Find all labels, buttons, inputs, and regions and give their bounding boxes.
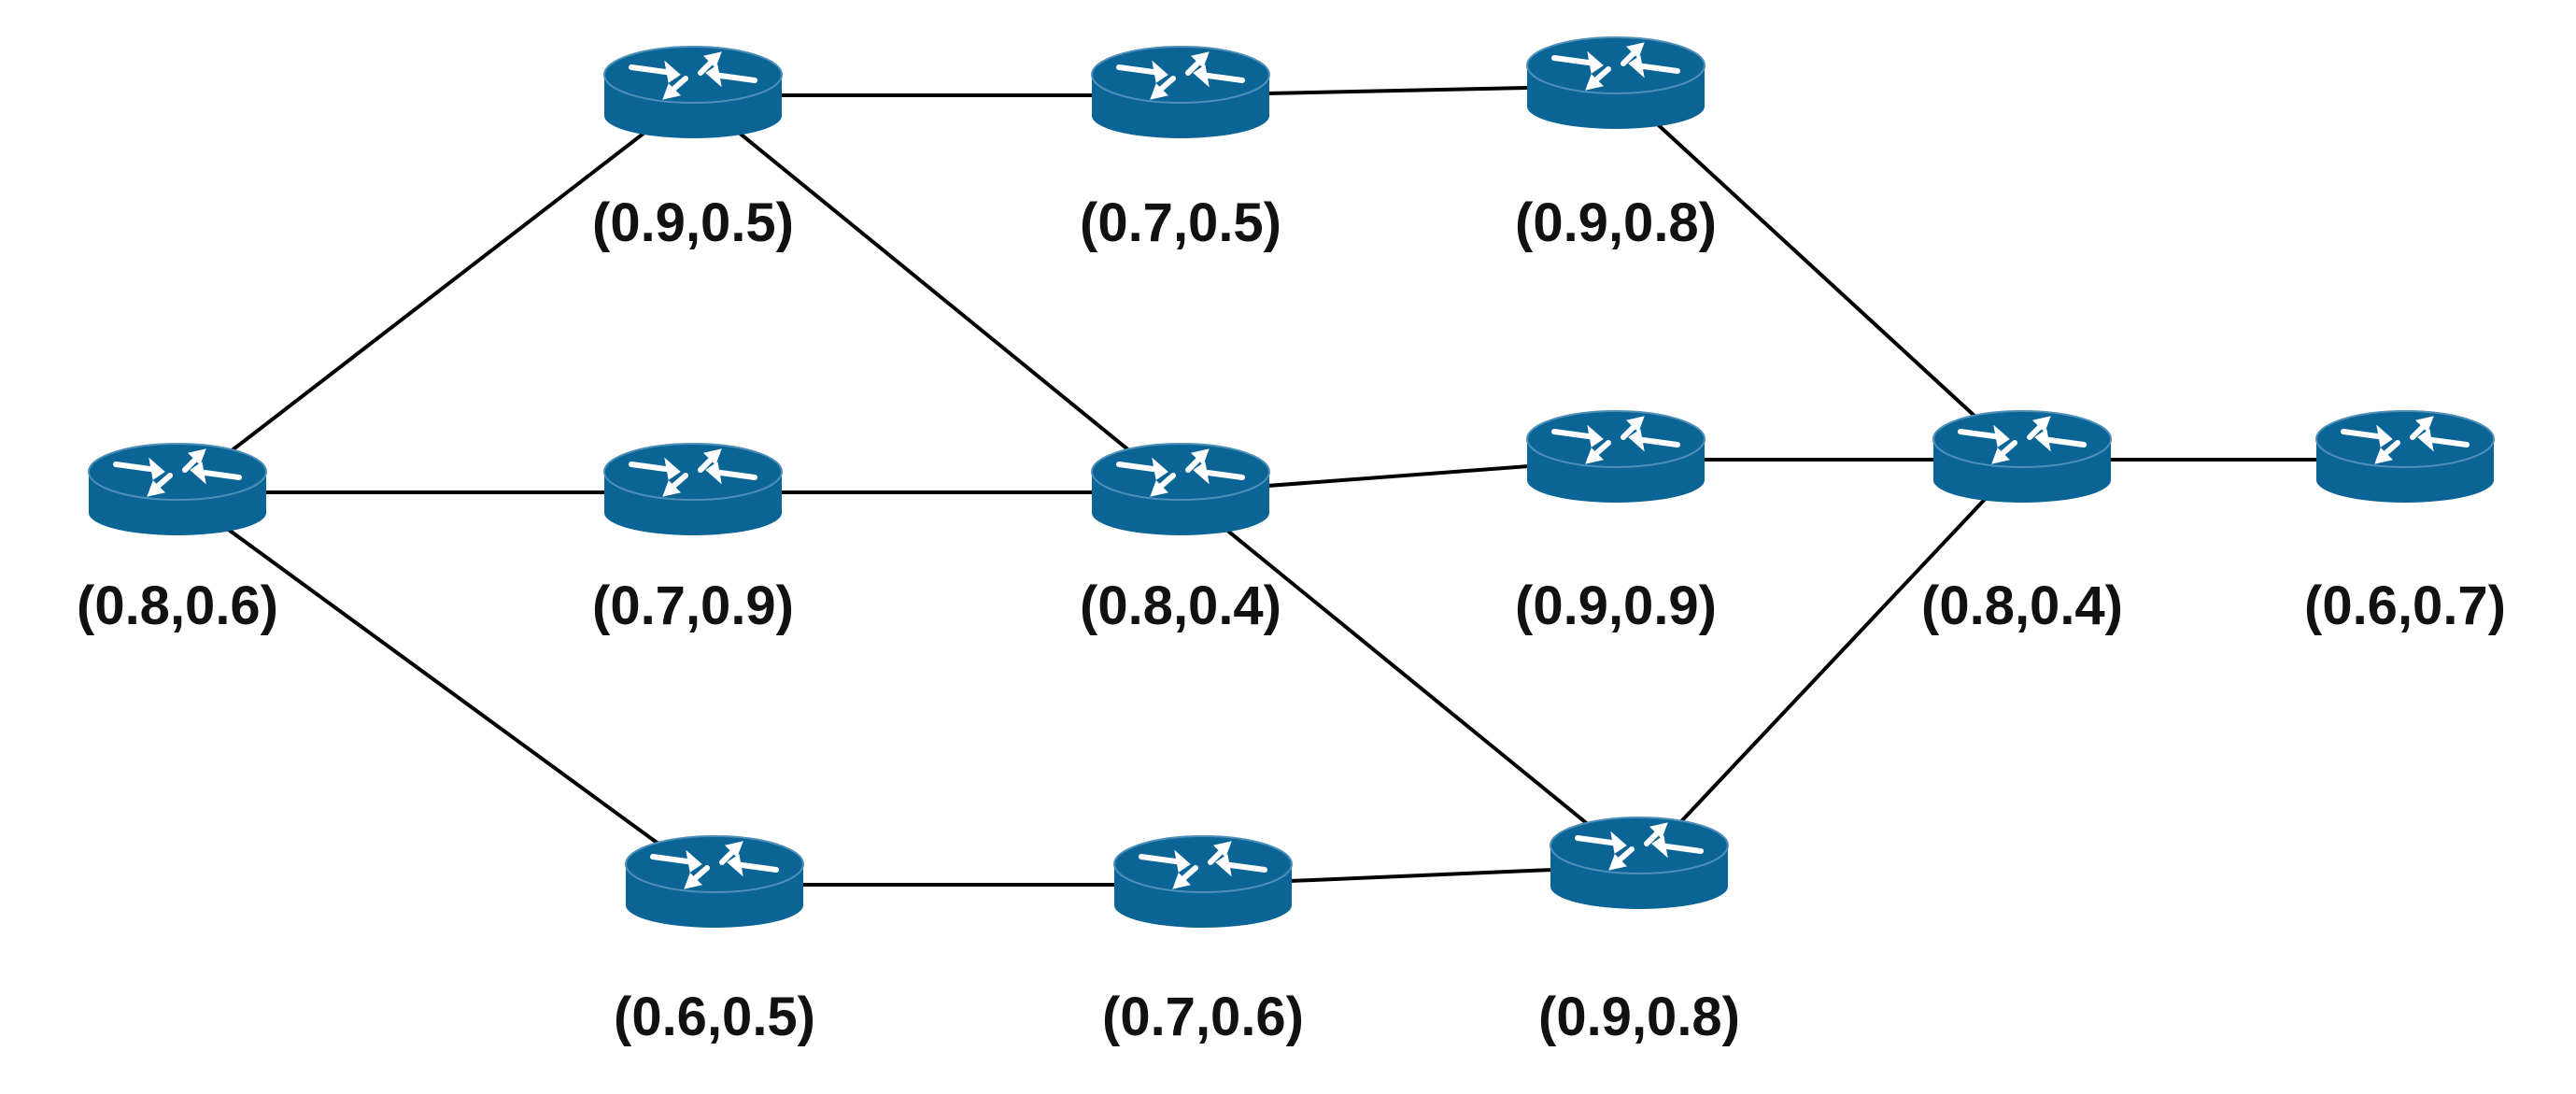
node-label: (0.9,0.8) <box>1515 192 1717 253</box>
node-label: (0.7,0.5) <box>1080 192 1281 253</box>
node-label: (0.7,0.9) <box>592 575 794 636</box>
router-icon <box>604 47 782 138</box>
router-icon <box>1092 47 1269 138</box>
node-label: (0.9,0.5) <box>592 192 794 253</box>
edge-n2-n6 <box>691 93 1182 494</box>
node-label: (0.6,0.7) <box>2304 575 2506 636</box>
node-label: (0.8,0.4) <box>1080 575 1281 636</box>
router-icon <box>604 444 782 535</box>
router-icon <box>89 444 266 535</box>
router-icon <box>1092 444 1269 535</box>
router-icon <box>2316 411 2494 503</box>
router-icon <box>1550 817 1728 909</box>
router-icon <box>1114 836 1292 928</box>
edge-n1-n2 <box>176 93 695 494</box>
router-icon <box>626 836 803 928</box>
router-icon <box>1527 37 1705 129</box>
router-icon <box>1527 411 1705 503</box>
node-label: (0.7,0.6) <box>1102 987 1304 1047</box>
node-label: (0.8,0.6) <box>77 575 278 636</box>
node-label: (0.9,0.9) <box>1515 575 1717 636</box>
edge-n1-n4 <box>176 490 716 887</box>
node-label: (0.9,0.8) <box>1538 987 1740 1047</box>
node-label: (0.6,0.5) <box>614 987 815 1047</box>
node-label: (0.8,0.4) <box>1921 575 2123 636</box>
edge-n6-n10 <box>1179 490 1641 868</box>
edge-n10-n11 <box>1637 458 2024 868</box>
router-icon <box>1933 411 2111 503</box>
edge-n8-n11 <box>1614 84 2024 462</box>
